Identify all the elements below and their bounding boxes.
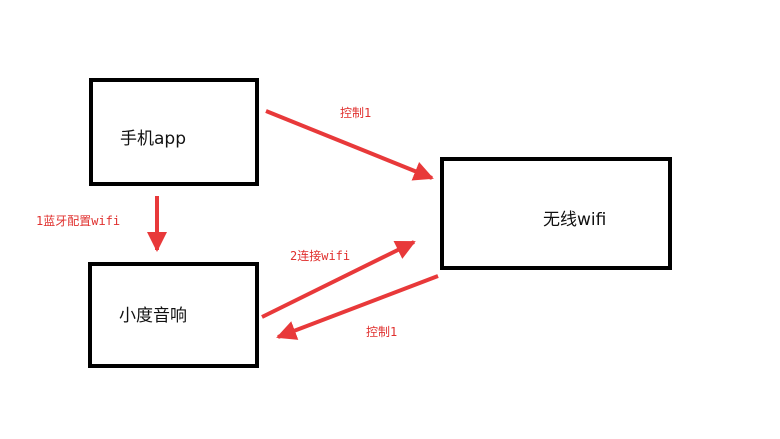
edge-label-app-to-speaker: 1蓝牙配置wifi	[36, 214, 121, 228]
phone-app-box	[89, 78, 259, 186]
arrow-app-to-wifi	[265, 109, 434, 181]
arrow-wifi-to-speaker	[276, 274, 439, 340]
speaker-box	[88, 262, 259, 368]
edge-label-wifi-to-speaker: 控制1	[366, 325, 398, 339]
wifi-label: 无线wifi	[543, 210, 607, 230]
edge-label-speaker-to-wifi: 2连接wifi	[290, 249, 351, 263]
arrow-speaker-to-wifi	[261, 240, 416, 319]
edge-label-app-to-wifi: 控制1	[340, 106, 372, 120]
speaker-label: 小度音响	[119, 306, 187, 326]
phone-app-label: 手机app	[120, 129, 186, 149]
wifi-box	[440, 157, 672, 270]
